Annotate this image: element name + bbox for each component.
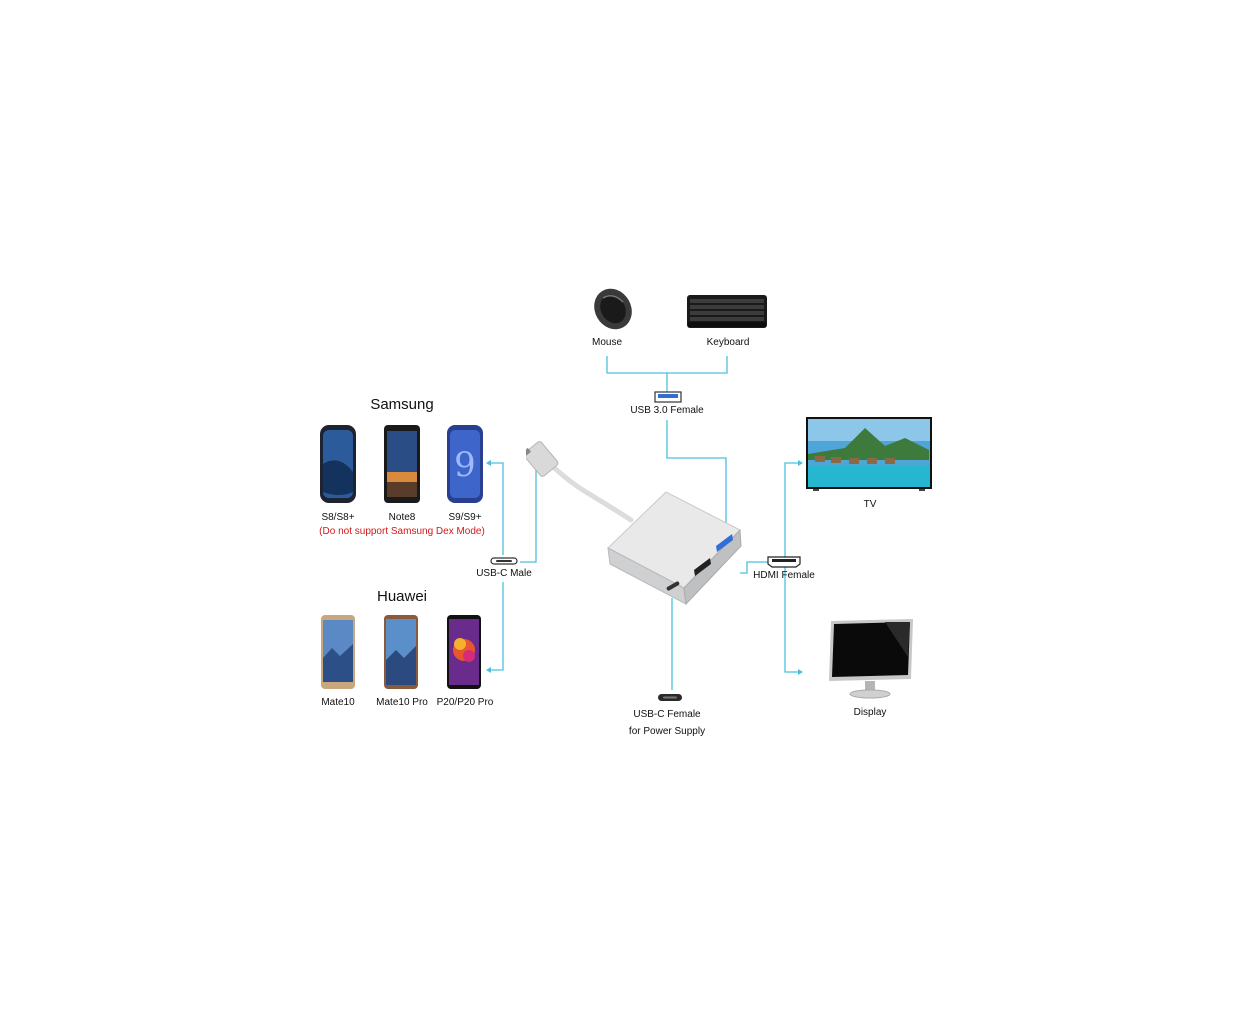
usbc-hub-adapter-image [526,441,742,606]
usb3-port-icon [654,391,682,403]
wire-cable [520,455,537,563]
mouse-label: Mouse [591,337,623,348]
phone-label-mate10: Mate10 [321,697,355,708]
phone-label-note8: Note8 [388,512,416,523]
keyboard-image [687,295,767,328]
samsung-heading: Samsung [370,396,434,413]
mouse-image [594,288,632,330]
wire-usb-hub-peripherals [606,356,728,374]
hdmi-port-icon [767,556,801,568]
keyboard-label: Keyboard [706,337,750,348]
wire-hdmi-hub [740,561,768,574]
wire-usb3-hub [666,420,727,528]
phone-p20-image [447,615,481,689]
tv-label: TV [863,499,877,510]
svg-text:9: 9 [454,445,476,485]
usbc-female-sublabel: for Power Supply [628,726,706,737]
hdmi-label: HDMI Female [753,570,815,581]
huawei-heading: Huawei [376,588,428,605]
phone-note8-image [384,425,420,503]
phone-label-s9: S9/S9+ [448,512,482,523]
usbc-female-icon [658,694,682,701]
phone-s8-image [320,425,356,503]
usbc-male-icon [490,557,518,565]
dex-mode-note: (Do not support Samsung Dex Mode) [319,526,485,537]
phone-mate10-image [321,615,355,689]
wire-samsung [488,462,504,555]
phone-label-s8: S8/S8+ [321,512,355,523]
tv-image [806,417,932,491]
usbc-female-label: USB-C Female [633,709,701,720]
wire-huawei [488,582,504,671]
display-label: Display [853,707,887,718]
phone-s9-image: 9 [447,425,483,503]
phone-label-mate10pro: Mate10 Pro [376,697,428,708]
usb3-label: USB 3.0 Female [630,405,704,416]
phone-mate10pro-image [384,615,418,689]
usbc-male-label: USB-C Male [476,568,532,579]
display-monitor-image [829,619,913,699]
phone-label-p20: P20/P20 Pro [436,697,494,708]
